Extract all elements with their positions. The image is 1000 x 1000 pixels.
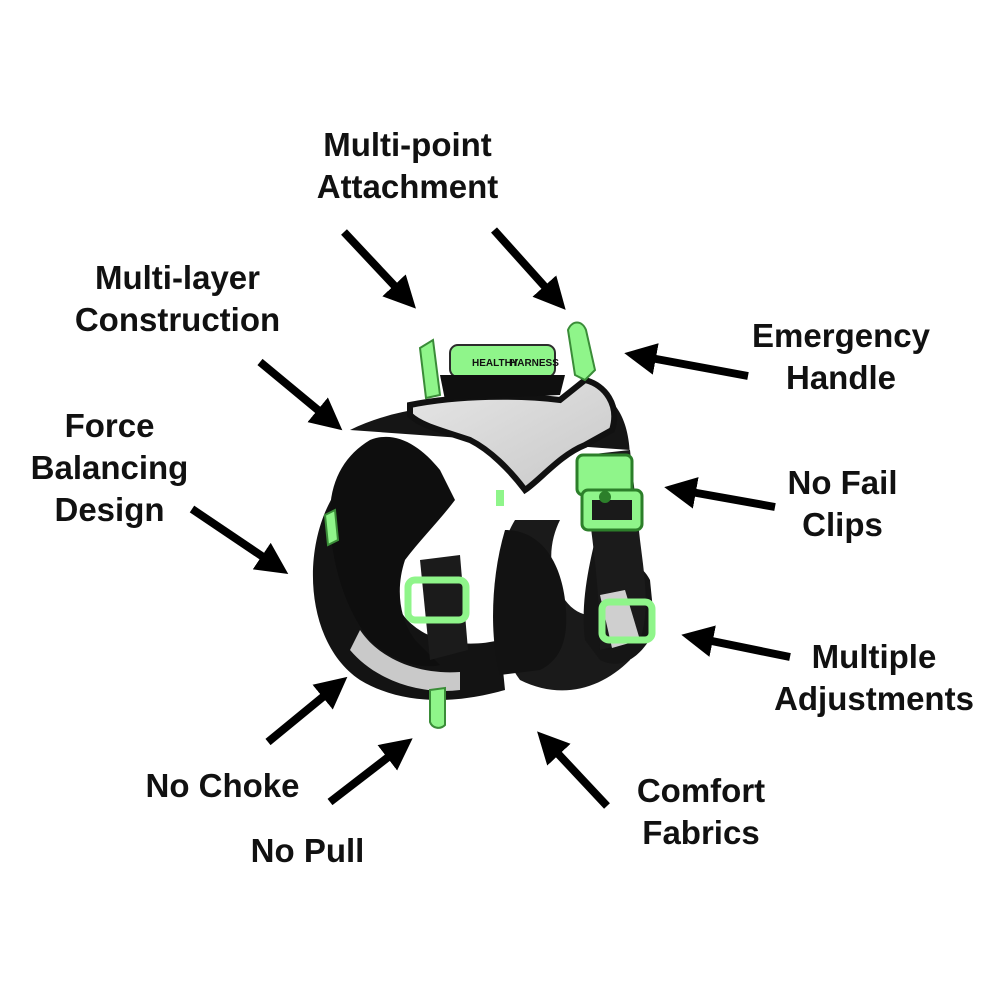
left-reflective-strip [350, 630, 460, 691]
label-multiple-adjustments: Multiple Adjustments [774, 638, 974, 717]
left-padding [330, 436, 455, 667]
side-d-ring [323, 508, 340, 547]
belly-panel [493, 530, 567, 675]
arrow-multipoint-left [341, 229, 416, 309]
arrow-nofail [664, 477, 776, 511]
arrow-emergency [624, 343, 749, 380]
label-multilayer-construction: Multi-layer Construction [74, 259, 281, 338]
label-no-choke: No Choke [145, 767, 300, 804]
label-no-pull: No Pull [250, 832, 365, 869]
arrow-nopull [327, 738, 413, 806]
label-no-fail-clips: No Fail Clips [787, 464, 898, 543]
label-comfort-fabrics: Comfort Fabrics [636, 772, 766, 851]
label-multipoint-attachment: Multi-point Attachment [316, 126, 499, 205]
arrow-nochoke [265, 676, 348, 746]
handle-text-left: HEALTHY [472, 358, 519, 369]
right-adjuster [598, 598, 656, 644]
arrow-force [189, 505, 289, 574]
arrow-multipoint-right [491, 227, 566, 310]
label-force-balancing-design: Force Balancing Design [30, 407, 189, 528]
arrow-multilayer [257, 358, 343, 431]
label-emergency-handle: Emergency Handle [752, 317, 930, 396]
reflective-panel [407, 376, 618, 495]
top-left-d-ring [418, 338, 442, 400]
bottom-d-ring [429, 686, 446, 729]
left-adjuster [404, 576, 470, 624]
handle-base [440, 375, 565, 400]
handle-text-right: HARNESS [510, 358, 559, 369]
top-right-d-ring [566, 321, 597, 382]
arrow-comfort [537, 731, 610, 809]
arrow-multiple [681, 625, 791, 661]
